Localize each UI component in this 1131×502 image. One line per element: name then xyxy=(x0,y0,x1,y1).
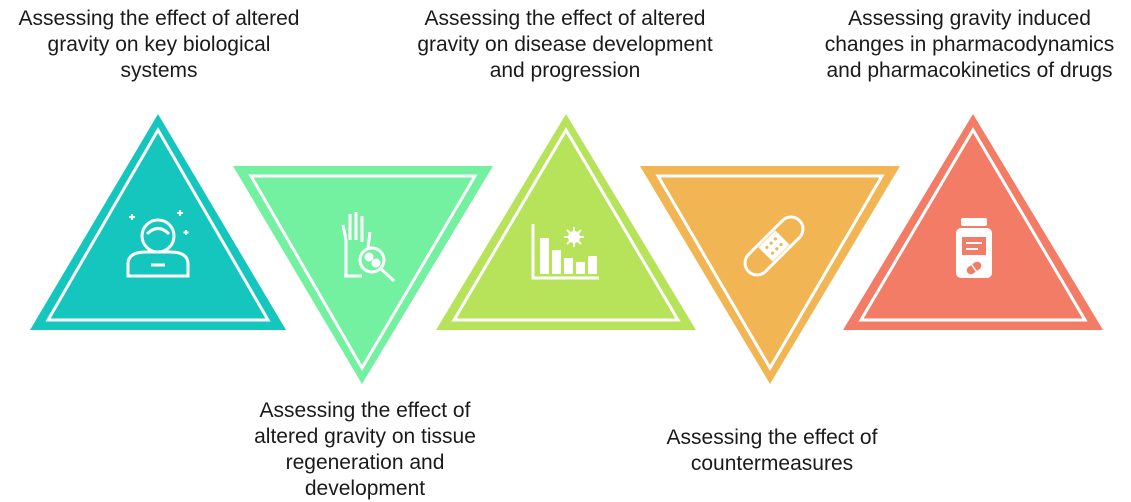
caption-step-5: Assessing gravity induced changes in pha… xyxy=(824,7,1115,82)
triangle-step-1 xyxy=(30,114,286,330)
caption-step-3: Assessing the effect of altered gravity … xyxy=(417,7,713,82)
caption-step-2: Assessing the effect of altered gravity … xyxy=(254,399,476,500)
caption-step-4: Assessing the effect of countermeasures xyxy=(666,426,878,475)
triangle-step-5 xyxy=(843,114,1103,330)
astronaut-icon xyxy=(126,210,190,278)
bar-chart-virus-icon xyxy=(531,224,599,280)
glove-magnifier-cell-icon xyxy=(341,212,396,283)
triangle-step-3 xyxy=(436,114,696,330)
triangle-step-4 xyxy=(640,166,900,384)
caption-step-1: Assessing the effect of altered gravity … xyxy=(18,7,300,82)
pill-bottle-icon xyxy=(956,218,992,278)
triangle-step-2 xyxy=(233,166,493,384)
bandage-icon xyxy=(743,215,805,277)
